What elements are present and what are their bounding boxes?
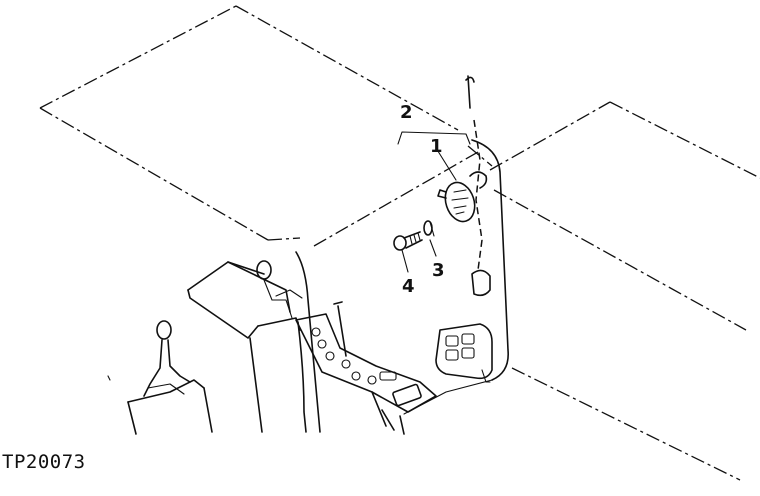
- part-4-screw: [393, 231, 423, 251]
- speaker-grille: [435, 323, 493, 383]
- callout-2: 2: [400, 102, 413, 123]
- callout-4: 4: [402, 276, 415, 297]
- switch-panel: [295, 301, 437, 435]
- control-lever: [107, 320, 213, 435]
- seat-belt-strap: [465, 75, 491, 297]
- callout-3: 3: [432, 260, 445, 281]
- callout-1: 1: [430, 136, 443, 157]
- callout-leaders: [397, 131, 471, 273]
- cab-roof-outline: [39, 5, 493, 247]
- part-1-lamp: [437, 181, 476, 223]
- part-3-washer: [423, 220, 435, 237]
- side-panel-outline: [489, 101, 760, 481]
- control-console: [187, 260, 307, 433]
- figure-id-label: TP20073: [2, 451, 86, 473]
